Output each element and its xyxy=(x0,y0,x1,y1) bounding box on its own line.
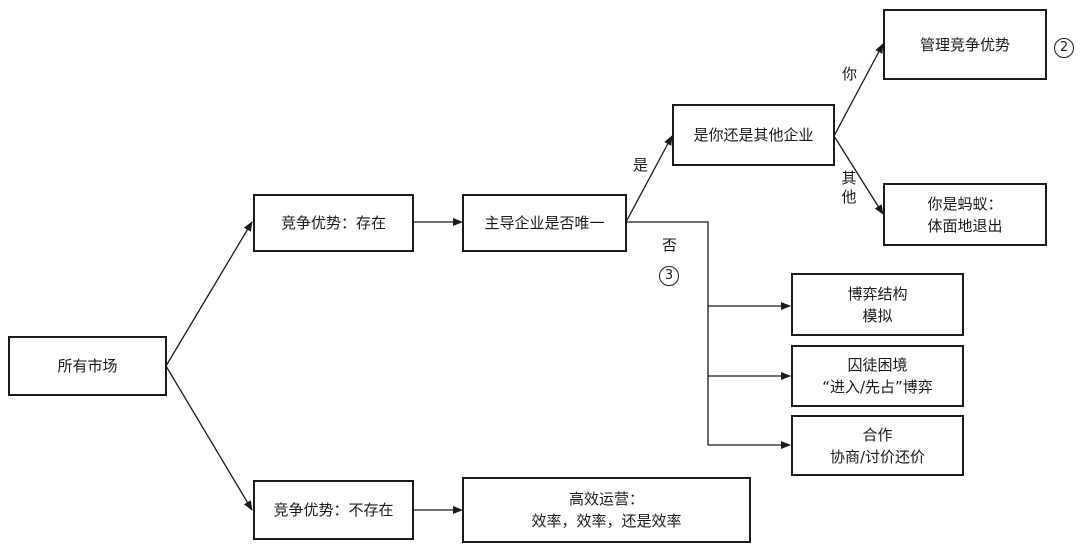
node-efficiency: 高效运营： 效率，效率，还是效率 xyxy=(462,477,751,543)
node-cooperation: 合作 协商/讨价还价 xyxy=(791,415,964,476)
node-advantage-none: 竞争优势：不存在 xyxy=(253,480,414,540)
badge-three: 3 xyxy=(659,266,679,286)
node-you-or-other: 是你还是其他企业 xyxy=(672,104,835,166)
node-dominant-unique: 主导企业是否唯一 xyxy=(462,194,627,252)
node-advantage-exists: 竞争优势：存在 xyxy=(253,194,414,252)
edge-markets-to-adv-none xyxy=(165,365,253,511)
label-no: 否 xyxy=(662,236,678,254)
edge-dominant-to-you-or-other xyxy=(625,135,673,223)
label-other: 其 他 xyxy=(841,169,857,206)
edge-markets-to-adv-exists xyxy=(165,221,253,367)
badge-two: 2 xyxy=(1054,38,1074,58)
node-prisoner-dilemma: 囚徒困境 “进入/先占”博弈 xyxy=(791,345,964,407)
edge-dominant-no-trunk xyxy=(626,221,709,445)
edge-you-or-other-to-manage xyxy=(833,43,884,137)
edge-you-or-other-to-ant xyxy=(833,135,884,215)
node-game-model: 博弈结构 模拟 xyxy=(791,273,964,336)
node-ant-exit: 你是蚂蚁： 体面地退出 xyxy=(883,183,1047,246)
node-manage-advantage: 管理竞争优势 xyxy=(883,9,1047,80)
node-all-markets: 所有市场 xyxy=(8,336,167,396)
label-you: 你 xyxy=(842,65,858,83)
label-yes: 是 xyxy=(633,156,649,174)
